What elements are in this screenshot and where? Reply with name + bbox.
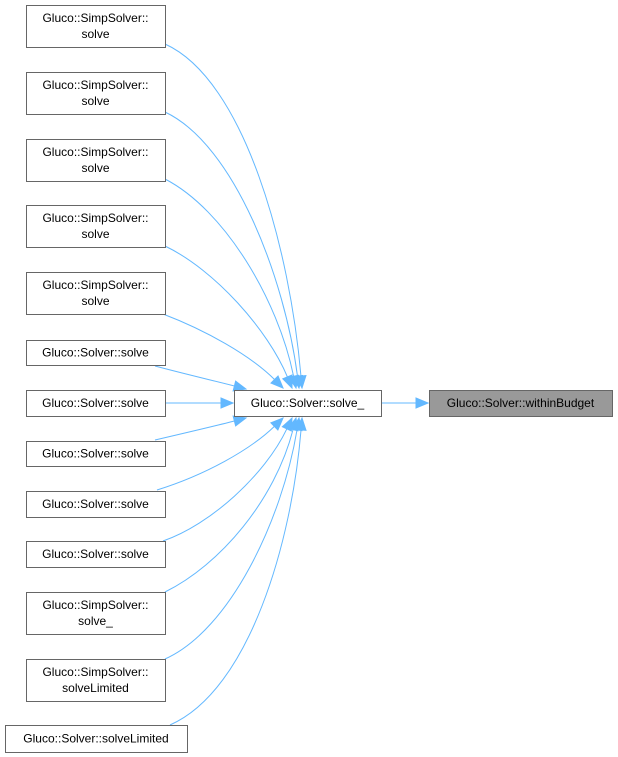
node-box[interactable] [26,491,166,518]
node-label: solve_ [78,614,113,628]
node-focus[interactable]: Gluco::Solver::solve_ [234,390,382,417]
node-label: solve [81,227,109,241]
edge-line [162,428,288,542]
node-box[interactable] [26,272,166,315]
node-caller[interactable]: Gluco::SimpSolver::solve [26,205,166,248]
arrowhead-icon [281,374,293,390]
edge-line [164,429,298,660]
node-label: Gluco::Solver::solve [42,447,149,461]
node-box[interactable] [234,390,382,417]
edge-n8-to-center [154,415,248,441]
edge-n2-to-center [164,111,304,390]
edge-n9-to-center [156,417,284,491]
node-caller[interactable]: Gluco::Solver::solve [26,491,166,518]
edge-line [164,43,302,377]
edge-n13-to-center [169,416,307,726]
edges-layer [154,43,430,726]
edge-n7-to-center [165,397,235,409]
edge-n1-to-center [164,43,307,390]
node-label: Gluco::Solver::solve [42,346,149,360]
node-label: Gluco::SimpSolver:: [42,665,148,679]
node-box[interactable] [26,205,166,248]
node-caller[interactable]: Gluco::Solver::solve [26,340,166,366]
node-target[interactable]: Gluco::Solver::withinBudget [429,390,613,417]
edge-line [156,425,275,491]
node-caller[interactable]: Gluco::Solver::solve [26,441,166,467]
edge-line [169,429,302,726]
edge-n11-to-center [164,416,299,593]
node-box[interactable] [26,592,166,635]
arrowhead-icon [232,415,248,427]
arrowhead-icon [295,416,307,431]
edge-line [162,313,275,380]
node-label: Gluco::SimpSolver:: [42,78,148,92]
node-label: Gluco::SimpSolver:: [42,11,148,25]
node-box[interactable] [26,5,166,48]
nodes-layer: Gluco::SimpSolver::solveGluco::SimpSolve… [5,5,613,753]
edge-n6-to-center [154,365,248,392]
node-label: Gluco::SimpSolver:: [42,211,148,225]
edge-n10-to-center [162,416,293,542]
node-box[interactable] [26,72,166,115]
node-label: solve [81,94,109,108]
node-caller[interactable]: Gluco::Solver::solve [26,541,166,568]
node-caller[interactable]: Gluco::SimpSolver::solve [26,272,166,315]
edge-n5-to-center [162,313,284,389]
node-box[interactable] [26,441,166,467]
node-caller[interactable]: Gluco::SimpSolver::solveLimited [26,659,166,702]
node-label: solve [81,294,109,308]
node-label: Gluco::Solver::solve_ [251,396,365,410]
node-box[interactable] [26,340,166,366]
node-box[interactable] [26,659,166,702]
arrowhead-icon [270,417,284,431]
node-label: Gluco::SimpSolver:: [42,598,148,612]
node-caller[interactable]: Gluco::SimpSolver::solve_ [26,592,166,635]
edge-line [164,111,298,377]
arrowhead-icon [270,375,284,389]
edge-n3-to-center [164,178,300,390]
node-box[interactable] [26,541,166,568]
node-label: Gluco::Solver::solve [42,396,149,410]
node-label: Gluco::Solver::solve [42,547,149,561]
edge-line [154,420,235,441]
node-caller[interactable]: Gluco::SimpSolver::solve [26,72,166,115]
node-box[interactable] [26,390,166,417]
arrowhead-icon [232,380,248,392]
node-label: Gluco::Solver::withinBudget [447,396,595,410]
node-label: Gluco::SimpSolver:: [42,145,148,159]
edge-line [154,365,235,387]
edge-n4-to-center [164,245,293,390]
edge-center-to-target [381,397,430,409]
edge-line [164,429,294,593]
node-label: Gluco::Solver::solveLimited [23,732,168,746]
edge-line [164,245,288,378]
node-label: Gluco::SimpSolver:: [42,278,148,292]
node-label: solve [81,27,109,41]
arrowhead-icon [415,397,430,409]
node-caller[interactable]: Gluco::SimpSolver::solve [26,5,166,48]
node-caller[interactable]: Gluco::SimpSolver::solve [26,139,166,182]
node-label: solveLimited [62,681,129,695]
node-box[interactable] [429,390,613,417]
node-box[interactable] [5,725,188,753]
node-caller[interactable]: Gluco::Solver::solve [26,390,166,417]
node-label: solve [81,161,109,175]
node-caller[interactable]: Gluco::Solver::solveLimited [5,725,188,753]
node-label: Gluco::Solver::solve [42,497,149,511]
node-box[interactable] [26,139,166,182]
edge-line [164,178,295,377]
arrowhead-icon [220,397,235,409]
